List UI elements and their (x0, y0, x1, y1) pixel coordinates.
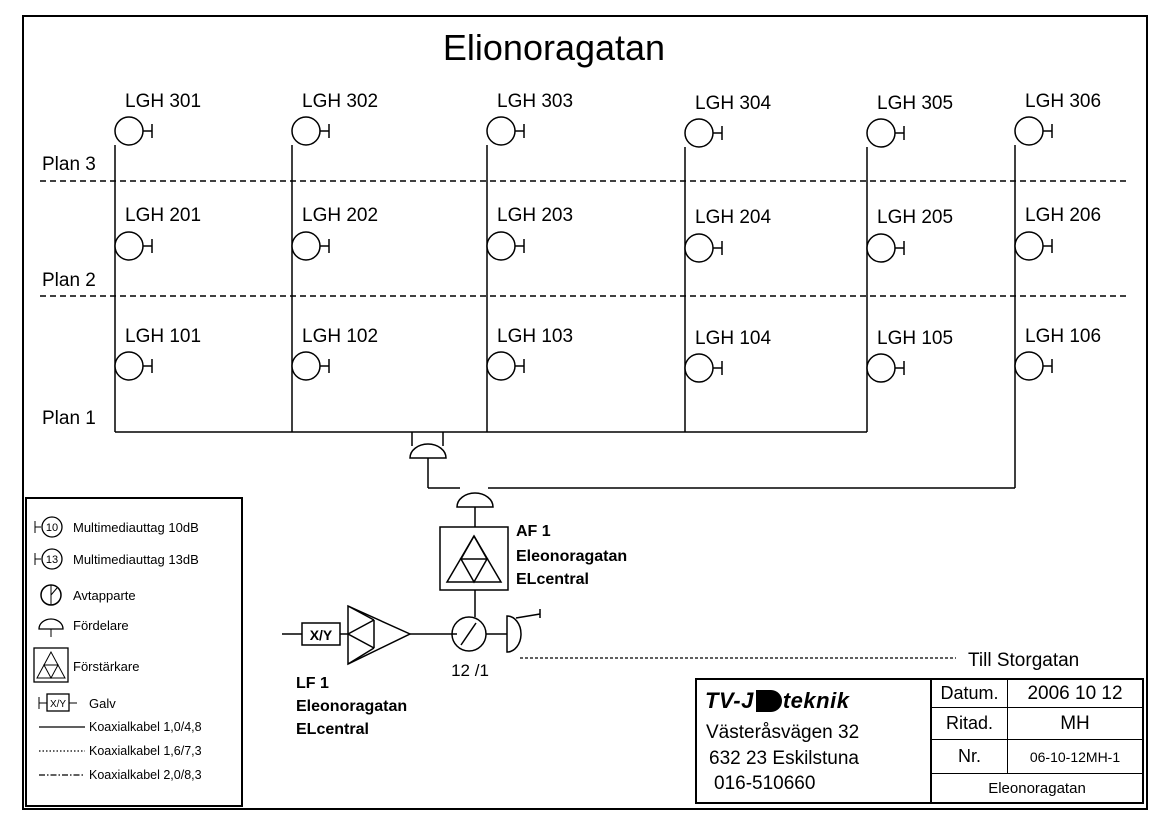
outlet-icon (684, 118, 714, 148)
splitter-upper (409, 443, 447, 459)
outlet-icon (866, 233, 896, 263)
svg-text:13: 13 (46, 554, 58, 566)
splitter-lower (456, 492, 494, 508)
address-city: 632 23 Eskilstuna (709, 748, 859, 769)
legend-item-10db: 10 Multimediauttag 10dB (27, 515, 199, 539)
apartment-label: LGH 103 (497, 326, 573, 347)
dotted-line-icon (39, 750, 85, 752)
nr-value: 06-10-12MH-1 (1008, 740, 1142, 774)
outlet-icon (486, 116, 516, 146)
outlet-icon (1014, 231, 1044, 261)
af1-name: AF 1 (516, 523, 551, 540)
af1-line2: ELcentral (516, 571, 589, 588)
apartment-label: LGH 202 (302, 205, 378, 226)
datum-value: 2006 10 12 (1008, 680, 1142, 708)
drawing-name: Eleonoragatan (988, 779, 1086, 797)
address-phone: 016-510660 (714, 773, 816, 794)
apartment-label: LGH 102 (302, 326, 378, 347)
splitter-out (506, 615, 522, 653)
legend-item-forstarkare: Förstärkare (27, 646, 139, 686)
floor-label-plan3: Plan 3 (42, 154, 96, 175)
legend-item-13db: 13 Multimediauttag 13dB (27, 547, 199, 571)
outlet-10db-icon: 10 (34, 516, 63, 538)
tap-icon (40, 584, 62, 606)
outlet-13db-icon: 13 (34, 548, 63, 570)
legend-item-cable-1: Koaxialkabel 1,0/4,8 (37, 720, 202, 734)
galv-icon: X/Y (38, 693, 77, 712)
lf1-name: LF 1 (296, 675, 329, 692)
legend-box: 10 Multimediauttag 10dB 13 Multimediautt… (25, 497, 243, 807)
apartment-label: LGH 302 (302, 91, 378, 112)
af1-line1: Eleonoragatan (516, 548, 627, 565)
apartment-label: LGH 303 (497, 91, 573, 112)
apartment-label: LGH 101 (125, 326, 201, 347)
svg-text:X/Y: X/Y (50, 699, 66, 710)
outlet-icon (684, 233, 714, 263)
lf1-line2: ELcentral (296, 721, 369, 738)
outlet-icon (114, 351, 144, 381)
legend-item-fordelare: Fördelare (27, 613, 129, 637)
legend-item-avtapparte: Avtapparte (27, 583, 136, 607)
apartment-label: LGH 304 (695, 93, 771, 114)
datum-label: Datum. (932, 680, 1008, 708)
apartment-label: LGH 305 (877, 93, 953, 114)
apartment-label: LGH 105 (877, 328, 953, 349)
lf1-line1: Eleonoragatan (296, 698, 407, 715)
outlet-icon (291, 231, 321, 261)
apartment-label: LGH 206 (1025, 205, 1101, 226)
legend-item-galv: X/Y Galv (27, 691, 116, 715)
amplifier-icon (33, 647, 69, 683)
apartment-label: LGH 205 (877, 207, 953, 228)
apartment-label: LGH 106 (1025, 326, 1101, 347)
page-frame (22, 15, 1148, 810)
outlet-icon (684, 353, 714, 383)
floor-label-plan1: Plan 1 (42, 408, 96, 429)
outlet-icon (291, 351, 321, 381)
tap-label: 12 /1 (451, 661, 489, 680)
lf1-amplifier (347, 604, 412, 666)
outlet-icon (486, 351, 516, 381)
ritad-value: MH (1008, 708, 1142, 740)
outlet-icon (866, 353, 896, 383)
galv-label: X/Y (310, 627, 333, 643)
apartment-label: LGH 203 (497, 205, 573, 226)
outlet-icon (486, 231, 516, 261)
svg-text:10: 10 (46, 522, 58, 534)
logo-d-icon (755, 690, 782, 712)
apartment-label: LGH 306 (1025, 91, 1101, 112)
apartment-label: LGH 104 (695, 328, 771, 349)
drawing-title: Elionoragatan (443, 27, 665, 68)
address-street: Västeråsvägen 32 (706, 722, 860, 743)
dashdot-line-icon (39, 774, 85, 776)
floor-label-plan2: Plan 2 (42, 270, 96, 291)
legend-item-cable-2: Koaxialkabel 1,6/7,3 (37, 744, 202, 758)
ritad-label: Ritad. (932, 708, 1008, 740)
outlet-icon (1014, 116, 1044, 146)
title-info-grid: Datum. 2006 10 12 Ritad. MH Nr. 06-10-12… (932, 680, 1142, 802)
nr-label: Nr. (932, 740, 1008, 774)
outlet-icon (114, 231, 144, 261)
outlet-icon (1014, 351, 1044, 381)
legend-item-cable-3: Koaxialkabel 2,0/8,3 (37, 768, 202, 782)
apartment-label: LGH 301 (125, 91, 201, 112)
splitter-icon (38, 618, 64, 637)
outlet-icon (114, 116, 144, 146)
till-storgatan-label: Till Storgatan (968, 650, 1079, 671)
outlet-icon (866, 118, 896, 148)
apartment-label: LGH 204 (695, 207, 771, 228)
outlet-icon (291, 116, 321, 146)
solid-line-icon (39, 726, 85, 728)
af1-amplifier (439, 526, 509, 591)
apartment-label: LGH 201 (125, 205, 201, 226)
